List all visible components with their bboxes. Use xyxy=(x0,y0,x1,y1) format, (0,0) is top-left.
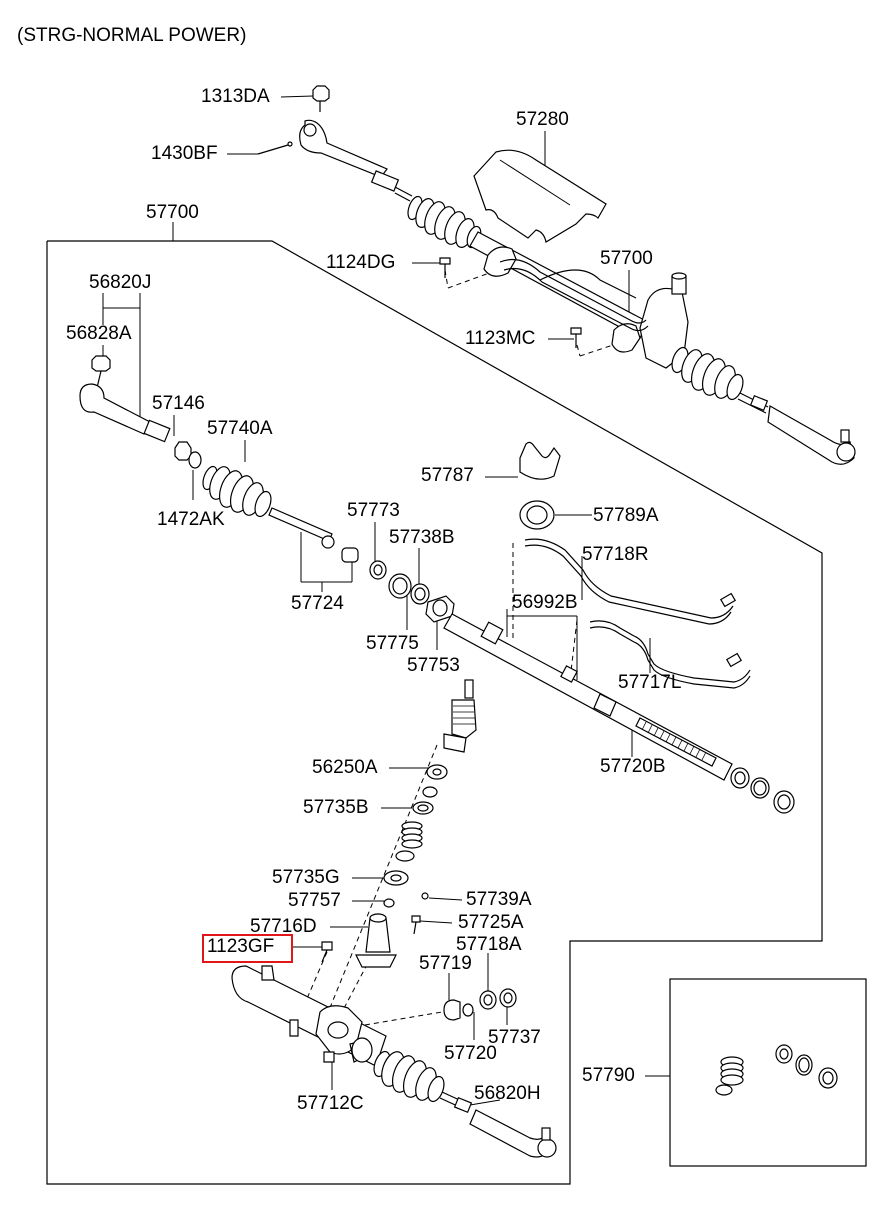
part-label-1313DA: 1313DA xyxy=(201,86,270,107)
valve-small-parts xyxy=(443,988,517,1021)
upper-rack-assembly xyxy=(257,85,856,465)
part-label-1472AK: 1472AK xyxy=(157,509,225,530)
part-label-57735B: 57735B xyxy=(303,797,369,818)
diagram-header: (STRG-NORMAL POWER) xyxy=(17,25,247,46)
part-label-57737: 57737 xyxy=(488,1027,541,1048)
part-label-1430BF: 1430BF xyxy=(151,143,218,164)
part-label-57718R: 57718R xyxy=(582,544,649,565)
lower-housing-57712C xyxy=(231,965,557,1158)
part-label-57718A: 57718A xyxy=(456,934,522,955)
clamp-bush xyxy=(519,441,561,530)
part-label-57753: 57753 xyxy=(407,655,460,676)
part-label-56250A: 56250A xyxy=(312,757,378,778)
part-label-57700-outer: 57700 xyxy=(146,202,199,223)
part-label-57790: 57790 xyxy=(582,1065,635,1086)
part-label-56820H: 56820H xyxy=(474,1083,541,1104)
part-label-57739A: 57739A xyxy=(466,889,532,910)
part-label-57280: 57280 xyxy=(516,109,569,130)
part-label-1124DG: 1124DG xyxy=(326,252,396,273)
part-label-57720: 57720 xyxy=(444,1043,497,1064)
return-pipes xyxy=(524,538,751,689)
part-label-57712C: 57712C xyxy=(297,1093,364,1114)
rack-57720B xyxy=(443,613,795,814)
part-label-1123MC: 1123MC xyxy=(465,328,536,349)
leader-lines xyxy=(102,95,670,1106)
part-label-57789A: 57789A xyxy=(593,505,659,526)
part-label-57773: 57773 xyxy=(347,500,400,521)
part-label-57146: 57146 xyxy=(152,393,205,414)
assembly-outline-frame xyxy=(46,240,823,1185)
part-label-57735G: 57735G xyxy=(272,867,340,888)
part-label-56992B: 56992B xyxy=(512,592,578,613)
kit-57790-contents xyxy=(715,1044,838,1096)
heat-shield-57280 xyxy=(473,149,607,243)
part-label-57724: 57724 xyxy=(291,593,344,614)
part-label-57700-inner: 57700 xyxy=(600,248,653,269)
part-label-57738B: 57738B xyxy=(389,527,455,548)
part-label-57719: 57719 xyxy=(419,953,472,974)
part-label-57787: 57787 xyxy=(421,465,474,486)
part-label-57725A: 57725A xyxy=(458,912,524,933)
seal-rings xyxy=(388,573,455,623)
left-tie-rod-exploded xyxy=(79,355,387,580)
part-label-57757: 57757 xyxy=(288,890,341,911)
part-label-56820J: 56820J xyxy=(89,272,152,293)
part-label-57740A: 57740A xyxy=(207,418,273,439)
part-label-1123GF[interactable]: 1123GF xyxy=(207,936,275,957)
part-label-57717L: 57717L xyxy=(618,672,682,693)
part-label-57775: 57775 xyxy=(366,633,419,654)
pinion-assembly xyxy=(321,679,477,968)
highlight-box-1123GF xyxy=(202,934,293,963)
kit-57790-frame xyxy=(669,978,867,1167)
part-label-57716D: 57716D xyxy=(250,916,317,937)
part-label-57720B: 57720B xyxy=(600,756,666,777)
part-label-56828A: 56828A xyxy=(66,323,132,344)
